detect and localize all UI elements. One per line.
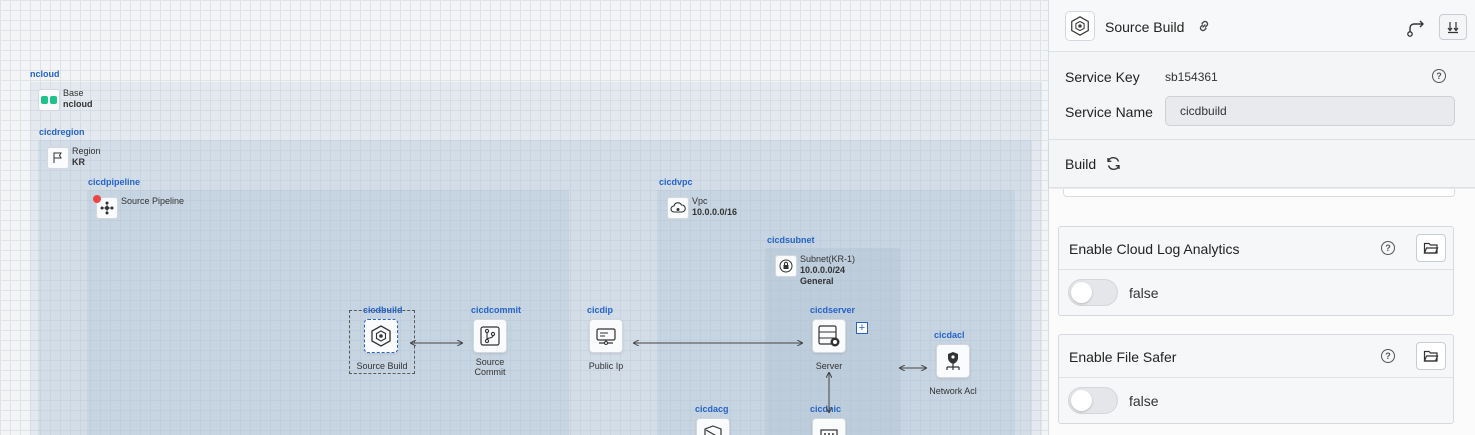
build-section-header[interactable]: Build (1049, 140, 1475, 188)
refresh-icon[interactable] (1105, 155, 1122, 177)
service-name-label: Service Name (1065, 104, 1153, 120)
server-node-icon[interactable] (812, 319, 846, 353)
cloud-icon[interactable] (667, 197, 689, 219)
group-ncloud[interactable] (30, 82, 1042, 435)
acl-caption: Network Acl (929, 386, 977, 396)
panel-scroll-area[interactable]: Enable Cloud Log Analytics ? false Enabl… (1049, 189, 1475, 435)
folder-icon[interactable] (1416, 342, 1446, 370)
group-label-subnet: cicdsubnet (767, 235, 815, 245)
vpc-cidr: 10.0.0.0/16 (692, 207, 738, 217)
folder-icon[interactable] (1416, 234, 1446, 262)
subnet-kind: General (800, 276, 834, 286)
group-pipeline[interactable] (87, 190, 569, 435)
node-label-server: cicdserver (810, 305, 856, 315)
build-label: Build (1065, 156, 1097, 172)
build-caption: Source Build (356, 361, 408, 371)
question-icon[interactable]: ? (1381, 241, 1395, 255)
base-node-text: Base ncloud (63, 88, 93, 110)
question-icon[interactable]: ? (1432, 69, 1446, 83)
node-label-nic: cicdnic (810, 404, 842, 414)
region-name: KR (72, 157, 85, 167)
toggle-value: false (1129, 285, 1159, 301)
source-build-node-icon[interactable] (364, 319, 398, 353)
pipeline-icon[interactable] (96, 197, 118, 219)
toggle-value: false (1129, 393, 1159, 409)
base-name: ncloud (63, 99, 93, 109)
group-region[interactable] (38, 140, 1032, 435)
node-label-build: cicdbuild (363, 305, 403, 315)
acg-node-icon[interactable] (696, 418, 730, 435)
region-node-text: Region KR (72, 146, 101, 168)
region-type: Region (72, 146, 101, 156)
card-title: Enable Cloud Log Analytics (1069, 241, 1240, 257)
vpc-type: Vpc (692, 196, 708, 206)
base-icon[interactable] (38, 89, 60, 111)
lock-icon[interactable] (775, 255, 797, 277)
subnet-node-text: Subnet(KR-1) 10.0.0.0/24 General (800, 254, 855, 287)
base-type: Base (63, 88, 84, 98)
node-label-ip: cicdip (587, 305, 614, 315)
ip-caption: Public Ip (588, 361, 624, 371)
expand-button[interactable]: + (856, 322, 868, 334)
commit-caption-line2: Commit (474, 367, 506, 377)
group-label-ncloud: ncloud (30, 69, 60, 79)
cloud-log-analytics-toggle[interactable] (1068, 279, 1118, 306)
card-header: Enable Cloud Log Analytics ? (1059, 227, 1453, 270)
properties-panel: Source Build Service Key sb154361 ? Serv… (1048, 0, 1475, 435)
service-name-input[interactable] (1165, 96, 1455, 126)
vpc-node-text: Vpc 10.0.0.0/16 (692, 196, 737, 218)
service-key-value: sb154361 (1165, 70, 1218, 84)
connectors (0, 0, 1048, 435)
card-cloud-log-analytics: Enable Cloud Log Analytics ? false (1058, 226, 1454, 316)
node-label-acg: cicdacg (695, 404, 729, 414)
pipeline-type: Source Pipeline (121, 196, 185, 206)
previous-card-bottom (1063, 189, 1455, 197)
question-icon[interactable]: ? (1381, 349, 1395, 363)
group-label-pipeline: cicdpipeline (88, 177, 141, 187)
server-caption: Server (815, 361, 843, 371)
node-label-commit: cicdcommit (471, 305, 522, 315)
panel-header: Source Build (1049, 0, 1475, 52)
node-label-acl: cicdacl (934, 330, 965, 340)
group-label-vpc: cicdvpc (659, 177, 693, 187)
subnet-type: Subnet(KR-1) (800, 254, 856, 264)
public-ip-node-icon[interactable] (589, 319, 623, 353)
service-key-label: Service Key (1065, 69, 1140, 85)
flag-icon[interactable] (47, 147, 69, 169)
source-build-icon (1065, 11, 1095, 41)
diagram-canvas[interactable]: ncloud cicdregion cicdpipeline cicdvpc c… (0, 0, 1048, 435)
nic-node-icon[interactable] (812, 418, 846, 435)
commit-caption: Source Commit (460, 357, 520, 377)
network-acl-node-icon[interactable] (936, 344, 970, 378)
file-safer-toggle[interactable] (1068, 387, 1118, 414)
panel-title: Source Build (1105, 19, 1185, 35)
collapse-down-icon[interactable] (1439, 14, 1467, 40)
link-icon[interactable] (1196, 18, 1212, 39)
card-file-safer: Enable File Safer ? false (1058, 334, 1454, 424)
status-dot (93, 195, 101, 203)
commit-caption-line1: Source (475, 357, 505, 367)
card-title: Enable File Safer (1069, 349, 1177, 365)
panel-fields: Service Key sb154361 ? Service Name (1049, 52, 1475, 140)
group-label-region: cicdregion (39, 127, 85, 137)
route-icon[interactable] (1405, 17, 1427, 44)
card-header: Enable File Safer ? (1059, 335, 1453, 378)
subnet-cidr: 10.0.0.0/24 (800, 265, 846, 275)
group-vpc[interactable] (657, 190, 1015, 435)
source-commit-node-icon[interactable] (473, 319, 507, 353)
